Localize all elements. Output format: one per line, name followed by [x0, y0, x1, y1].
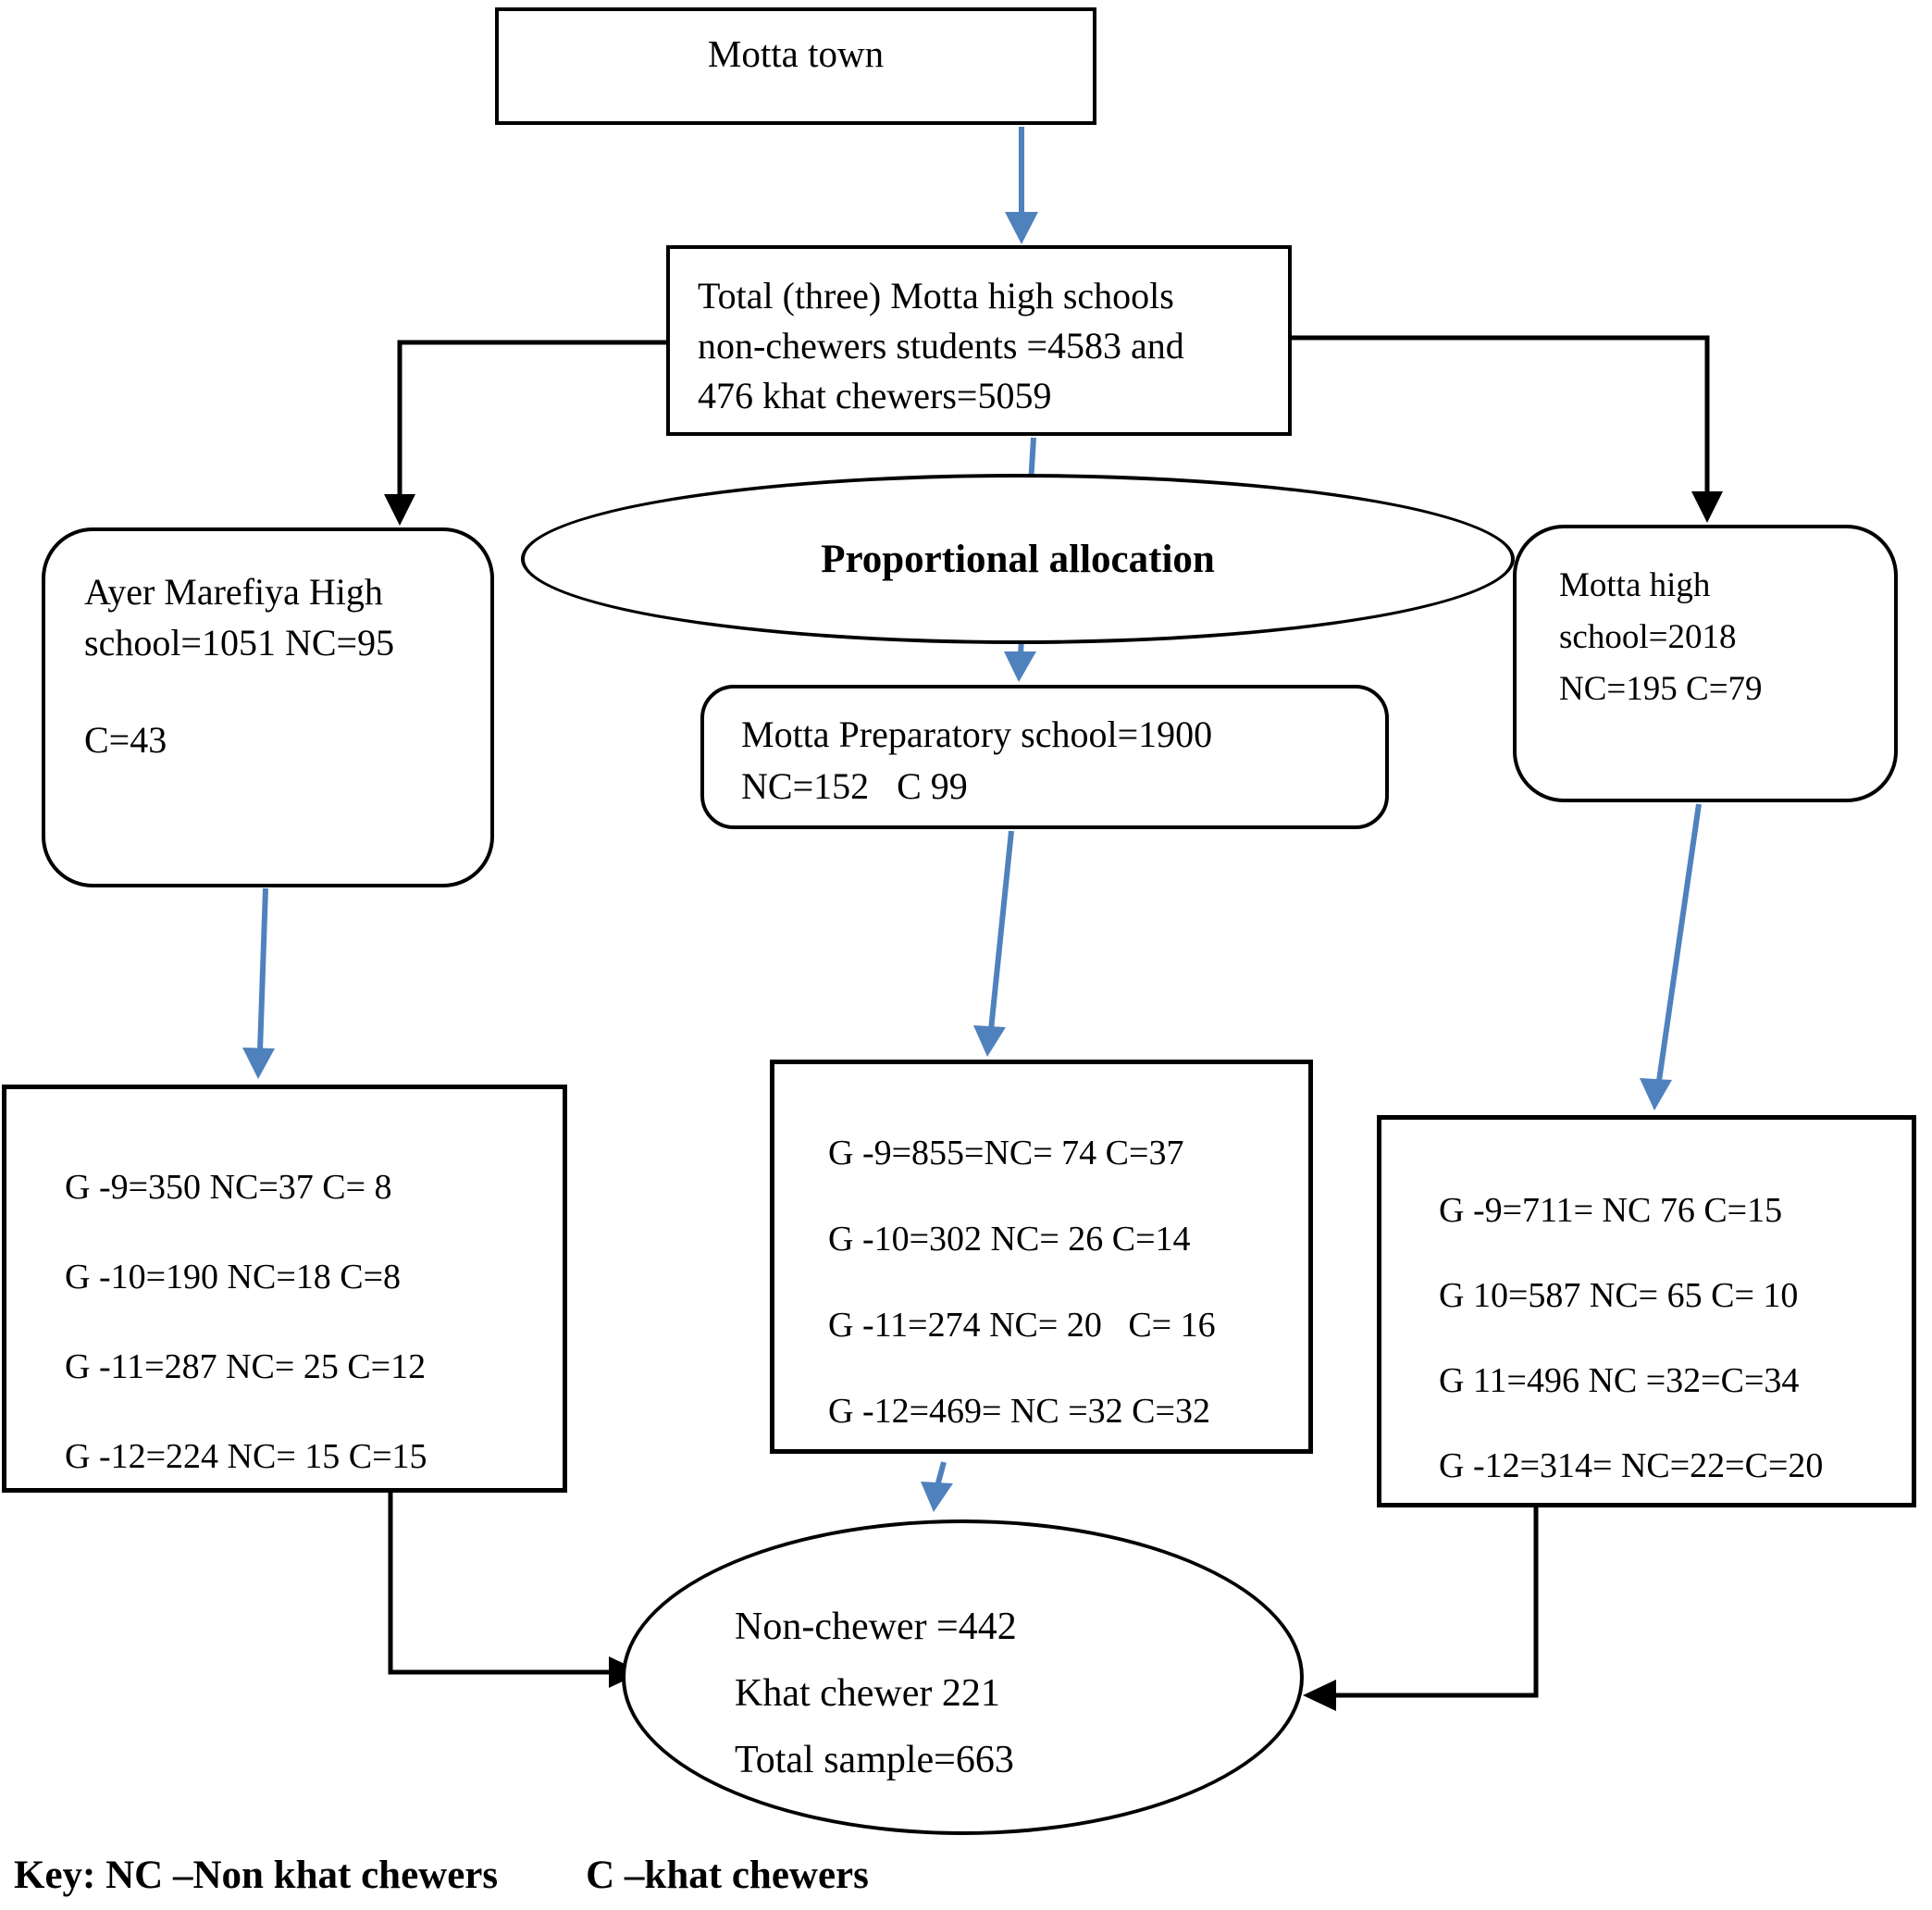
- arrowhead-down-right: [1691, 491, 1723, 523]
- node-motta-preparatory: Motta Preparatory school=1900 NC=152 C 9…: [700, 685, 1389, 829]
- arrowhead-mhs-to-detail: [1640, 1078, 1672, 1110]
- prep-line-1: Motta Preparatory school=1900: [741, 713, 1213, 755]
- mhs-line-2: school=2018: [1559, 618, 1737, 656]
- node-motta-high-school: Motta high school=2018 NC=195 C=79: [1513, 525, 1898, 802]
- prep-grade-10: G -10=302 NC= 26 C=14: [828, 1220, 1191, 1259]
- arrowhead-down-left: [384, 494, 415, 526]
- arrowhead-town-to-total: [1005, 212, 1038, 244]
- arrow-mhs-to-detail: [1656, 803, 1702, 1082]
- ayer-line-3: C=43: [84, 719, 167, 761]
- ayer-grade-11: G -11=287 NC= 25 C=12: [65, 1347, 427, 1386]
- node-ayer-marefiya: Ayer Marefiya High school=1051 NC=95 C=4…: [42, 527, 494, 887]
- mhs-grade-11: G 11=496 NC =32=C=34: [1439, 1361, 1800, 1400]
- prep-grade-12: G -12=469= NC =32 C=32: [828, 1392, 1210, 1431]
- prep-grade-9: G -9=855=NC= 74 C=37: [828, 1134, 1184, 1172]
- arrowhead-left: [1303, 1680, 1336, 1711]
- ayer-line-1: Ayer Marefiya High: [84, 571, 383, 613]
- ayer-grade-10: G -10=190 NC=18 C=8: [65, 1258, 402, 1296]
- legend-key: Key: NC –Non khat chewers C –khat chewers: [14, 1853, 869, 1898]
- node-final-sample: Non-chewer =442 Khat chewer 221 Total sa…: [622, 1519, 1304, 1835]
- node-proportional-allocation: Proportional allocation: [521, 474, 1515, 644]
- arrowhead-prep-to-detail: [973, 1025, 1006, 1057]
- ayer-grade-9: G -9=350 NC=37 C= 8: [65, 1168, 392, 1207]
- motta-town-label: Motta town: [707, 32, 885, 75]
- node-mhs-grade-breakdown: G -9=711= NC 76 C=15 G 10=587 NC= 65 C= …: [1377, 1115, 1916, 1507]
- node-total-schools: Total (three) Motta high schools non-che…: [666, 245, 1292, 436]
- key-c-definition: C –khat chewers: [586, 1854, 869, 1897]
- node-prep-grade-breakdown: G -9=855=NC= 74 C=37 G -10=302 NC= 26 C=…: [770, 1060, 1313, 1454]
- total-line-1: Total (three) Motta high schools: [698, 275, 1174, 316]
- arrowhead-detail-to-final: [921, 1482, 953, 1512]
- prep-grade-11: G -11=274 NC= 20 C= 16: [828, 1306, 1216, 1345]
- final-total-sample: Total sample=663: [735, 1739, 1014, 1781]
- branch-line-left: [397, 340, 666, 497]
- mhs-grade-12: G -12=314= NC=22=C=20: [1439, 1446, 1824, 1485]
- total-line-2: non-chewers students =4583 and: [698, 325, 1184, 366]
- final-non-chewer: Non-chewer =442: [735, 1606, 1017, 1648]
- branch-line-right: [1292, 335, 1710, 494]
- arrowhead-ayer-to-detail: [242, 1048, 275, 1079]
- mhs-grade-10: G 10=587 NC= 65 C= 10: [1439, 1276, 1799, 1315]
- node-motta-town: Motta town: [495, 7, 1096, 125]
- arrow-detail-to-final: [935, 1461, 947, 1487]
- bottom-line-right: [1332, 1507, 1539, 1698]
- bottom-line-left: [388, 1492, 613, 1675]
- ayer-line-2: school=1051 NC=95: [84, 622, 395, 664]
- prep-line-2: NC=152 C 99: [741, 765, 968, 807]
- total-line-3: 476 khat chewers=5059: [698, 375, 1052, 416]
- ayer-grade-12: G -12=224 NC= 15 C=15: [65, 1437, 427, 1476]
- mhs-line-3: NC=195 C=79: [1559, 670, 1763, 708]
- proportional-allocation-label: Proportional allocation: [821, 537, 1215, 581]
- mhs-grade-9: G -9=711= NC 76 C=15: [1439, 1191, 1783, 1230]
- mhs-line-1: Motta high: [1559, 566, 1711, 604]
- final-khat-chewer: Khat chewer 221: [735, 1672, 1000, 1715]
- arrow-ayer-to-detail: [257, 887, 268, 1052]
- key-nc-definition: Key: NC –Non khat chewers: [14, 1854, 499, 1897]
- arrow-prep-to-detail: [988, 830, 1014, 1031]
- arrowhead-total-to-prep: [1004, 651, 1036, 682]
- node-ayer-grade-breakdown: G -9=350 NC=37 C= 8 G -10=190 NC=18 C=8 …: [2, 1085, 567, 1493]
